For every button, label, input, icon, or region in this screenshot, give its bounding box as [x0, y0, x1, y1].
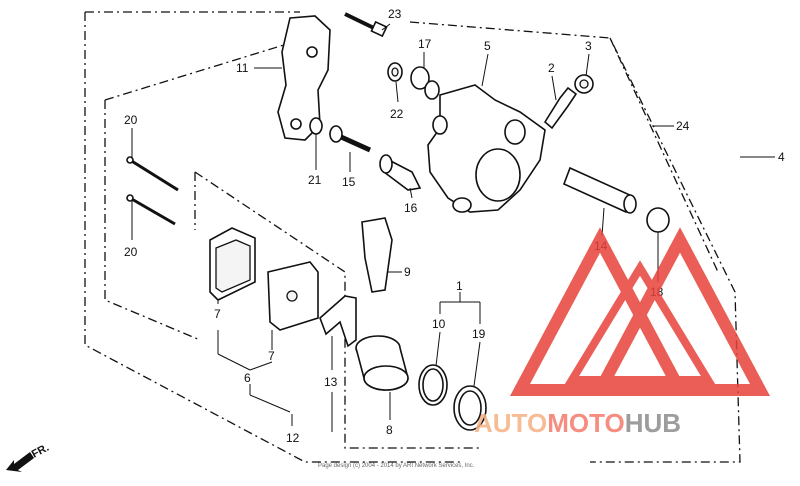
- pin-part-14: [562, 166, 637, 214]
- caliper-bracket-part-11: [277, 15, 331, 141]
- seal-part-19: [453, 385, 487, 431]
- callout-20-upper: 20: [124, 113, 138, 127]
- callout-15: 15: [342, 175, 356, 189]
- watermark-text-moto: MOTO: [547, 408, 625, 438]
- callout-17: 17: [418, 37, 432, 51]
- pad-pin-part-20-lower: [126, 194, 176, 226]
- callout-4: 4: [778, 150, 785, 164]
- callout-21: 21: [308, 173, 322, 187]
- callout-2: 2: [548, 61, 555, 75]
- callout-8: 8: [386, 423, 393, 437]
- cap-part-3: [574, 74, 594, 94]
- pin-part-15: [328, 125, 372, 153]
- watermark-logo: AUTOMOTOHUB: [474, 227, 770, 438]
- callout-7-right: 7: [268, 349, 275, 363]
- assembly-boundary: [84, 11, 741, 463]
- boot-part-17: [410, 66, 440, 100]
- bolt-part-16: [379, 154, 422, 191]
- callout-12: 12: [286, 431, 300, 445]
- callout-7-left: 7: [214, 307, 221, 321]
- caliper-body-part-5: [427, 84, 546, 213]
- brake-pad-part-7-left: [209, 227, 256, 301]
- watermark-text-auto: AUTO: [474, 408, 547, 438]
- copyright-text: Page design (c) 2004 - 2014 by ARI Netwo…: [318, 463, 475, 469]
- brake-pad-part-7-right: [267, 261, 319, 331]
- boot-part-18: [646, 207, 670, 233]
- pad-pin-part-20-upper: [126, 156, 179, 192]
- callout-6: 6: [244, 371, 251, 385]
- callout-3: 3: [585, 39, 592, 53]
- callout-5: 5: [484, 39, 491, 53]
- watermark-text-hub: HUB: [625, 408, 681, 438]
- callout-11: 11: [236, 61, 249, 75]
- callout-1: 1: [456, 279, 463, 293]
- washer-part-22: [387, 62, 403, 82]
- front-arrow-icon: [6, 452, 34, 472]
- front-direction-indicator: FR.: [6, 442, 51, 472]
- callout-10: 10: [432, 317, 446, 331]
- callout-16: 16: [404, 201, 418, 215]
- retainer-part-13: [319, 295, 357, 348]
- callout-23: 23: [388, 7, 402, 21]
- watermark-text: AUTOMOTOHUB: [474, 408, 681, 438]
- washer-part-21: [309, 117, 323, 135]
- callout-19: 19: [472, 327, 486, 341]
- callout-20-lower: 20: [124, 245, 138, 259]
- callout-24: 24: [676, 119, 690, 133]
- callout-9: 9: [404, 265, 411, 279]
- spring-part-9: [361, 217, 393, 293]
- callout-22: 22: [390, 107, 404, 121]
- front-label: FR.: [30, 442, 51, 461]
- bleeder-part-2: [543, 86, 578, 130]
- callout-13: 13: [324, 375, 338, 389]
- automotohub-logo-icon: [510, 227, 770, 396]
- bolt-part-23: [344, 12, 388, 38]
- seal-part-10: [418, 364, 448, 406]
- piston-part-8: [355, 335, 409, 391]
- leader-lines: [131, 23, 775, 432]
